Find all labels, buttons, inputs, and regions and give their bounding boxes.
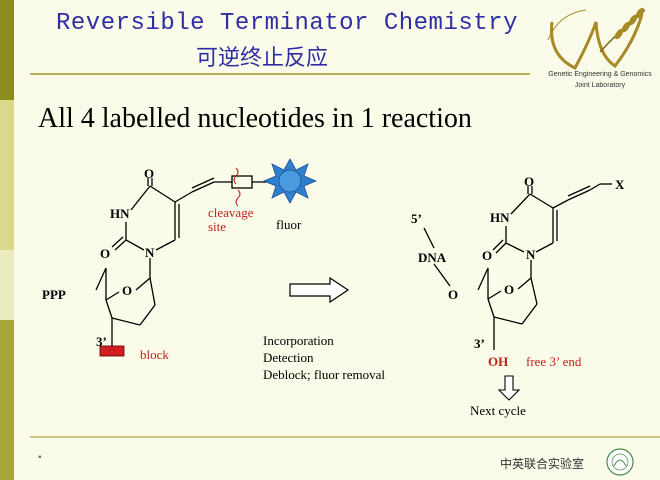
step-deblock: Deblock; fluor removal	[263, 367, 386, 382]
right-o2: O	[482, 248, 493, 263]
right-n: N	[526, 247, 536, 262]
side-strip-mid	[0, 320, 14, 480]
right-link-o: O	[448, 287, 459, 302]
reaction-arrow	[289, 276, 350, 304]
right-oh: OH	[488, 354, 509, 369]
fluor-label: fluor	[276, 217, 302, 232]
cleavage-label-1: cleavage	[208, 205, 254, 220]
step-incorporation: Incorporation	[263, 333, 334, 348]
left-ppp: PPP	[42, 287, 66, 302]
right-dna: DNA	[418, 250, 447, 265]
side-strip-pale	[0, 250, 14, 320]
step-detection: Detection	[263, 350, 314, 365]
right-nucleotide-structure	[423, 183, 612, 350]
block-label: block	[140, 347, 169, 362]
fluor-icon	[262, 158, 318, 204]
lab-seal-icon	[606, 448, 634, 476]
footer-lab-name: 中英联合实验室	[500, 457, 585, 471]
page-title-zh: 可逆终止反应	[196, 46, 329, 71]
right-five-prime: 5’	[411, 211, 422, 226]
cleavage-mark	[233, 167, 239, 185]
right-hn: HN	[490, 210, 510, 225]
right-three-prime: 3’	[474, 336, 485, 351]
footer-bullet: ▪	[38, 452, 42, 463]
left-o2: O	[100, 246, 111, 261]
left-three-prime: 3’	[96, 334, 107, 349]
left-carbonyl-o: O	[144, 166, 155, 181]
right-sugar-o: O	[504, 282, 515, 297]
left-hn: HN	[110, 206, 130, 221]
cleavage-mark	[235, 189, 241, 207]
right-x-group: X	[615, 177, 625, 192]
side-strip-light	[0, 100, 14, 250]
free-end-label: free 3’ end	[526, 354, 582, 369]
side-strip-dark	[0, 0, 14, 100]
page-title: Reversible Terminator Chemistry	[56, 10, 518, 37]
logo-line-1: Genetic Engineering & Genomics	[548, 71, 652, 78]
block-marker	[99, 345, 125, 357]
cleavage-label-2: site	[208, 219, 227, 234]
logo-line-2: Joint Laboratory	[574, 82, 626, 89]
next-cycle-arrow	[497, 375, 521, 401]
left-sugar-o: O	[122, 283, 133, 298]
left-n: N	[145, 245, 155, 260]
right-carbonyl-o: O	[524, 174, 535, 189]
page-subtitle: All 4 labelled nucleotides in 1 reaction	[38, 103, 472, 134]
left-nucleotide-structure	[95, 175, 278, 346]
next-cycle-label: Next cycle	[470, 403, 526, 418]
wheat-w-logo-icon	[547, 7, 646, 70]
